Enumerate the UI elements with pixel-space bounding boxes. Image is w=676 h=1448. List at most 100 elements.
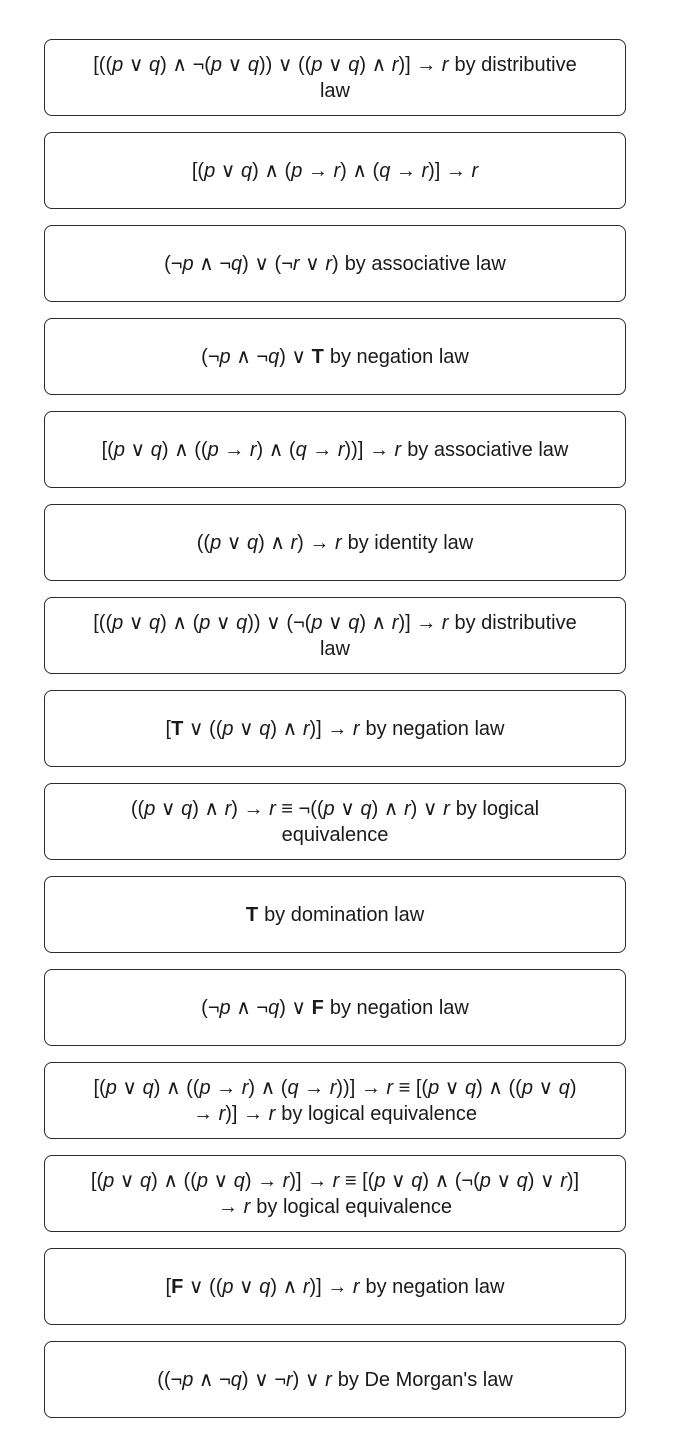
- variable: r: [286, 1368, 293, 1391]
- expression-segment: ∧ ¬: [230, 345, 269, 368]
- expression-segment: [: [165, 1275, 172, 1298]
- expression-segment: ) ∧: [270, 1275, 303, 1298]
- proof-step-text: [(p ∨ q) ∧ ((p → r) ∧ (q → r))] → r ≡ [(…: [85, 1075, 585, 1127]
- proof-step-card[interactable]: [((p ∨ q) ∧ ¬(p ∨ q)) ∨ ((p ∨ q) ∧ r)] →…: [44, 39, 626, 116]
- expression-segment: ∨: [334, 797, 361, 820]
- variable: q: [233, 1169, 245, 1192]
- variable: p: [222, 1275, 234, 1298]
- expression-segment: ) ∧: [359, 53, 392, 76]
- variable: q: [464, 1076, 477, 1099]
- variable: r: [325, 252, 333, 275]
- expression-segment: ∨: [490, 1169, 517, 1192]
- expression-segment: →: [306, 438, 338, 461]
- variable: r: [441, 53, 449, 76]
- expression-segment: ∨: [221, 531, 247, 554]
- variable: r: [218, 1102, 226, 1125]
- expression-segment: ) →: [244, 1169, 283, 1192]
- expression-segment: ∨: [233, 1275, 260, 1298]
- variable: q: [150, 438, 162, 461]
- expression-segment: ) →: [297, 531, 335, 554]
- proof-step-card[interactable]: [(p ∨ q) ∧ (p → r) ∧ (q → r)] → r: [44, 132, 626, 209]
- expression-segment: ) ∨: [279, 345, 312, 368]
- expression-segment: →: [298, 1076, 330, 1099]
- expression-segment: ∨: [532, 1076, 559, 1099]
- expression-segment: )] →: [398, 53, 442, 76]
- variable: q: [348, 53, 360, 76]
- variable: p: [210, 531, 222, 554]
- expression-segment: )] →: [428, 159, 472, 182]
- proof-step-text: [((p ∨ q) ∧ (p ∨ q)) ∨ (¬(p ∨ q) ∧ r)] →…: [85, 610, 585, 662]
- variable: r: [394, 438, 402, 461]
- variable: r: [352, 717, 360, 740]
- expression-segment: ∨: [207, 1169, 234, 1192]
- variable: r: [302, 717, 310, 740]
- variable: r: [334, 531, 342, 554]
- expression-segment: ∨: [299, 252, 326, 275]
- variable: p: [479, 1169, 491, 1192]
- variable: r: [352, 1275, 360, 1298]
- law-justification: by distributive law: [319, 611, 577, 660]
- variable: q: [295, 438, 307, 461]
- variable: r: [332, 1169, 340, 1192]
- variable: r: [292, 252, 300, 275]
- expression-segment: )) ∨ ((: [258, 53, 312, 76]
- variable: q: [287, 1076, 299, 1099]
- expression-segment: ) ∨: [527, 1169, 561, 1192]
- expression-segment: )] →: [309, 1275, 353, 1298]
- variable: p: [222, 717, 234, 740]
- variable: q: [411, 1169, 423, 1192]
- expression-segment: ) ∧ ((: [151, 1169, 197, 1192]
- variable: r: [421, 159, 429, 182]
- expression-segment: ) ∧: [359, 611, 392, 634]
- proof-step-card[interactable]: [(p ∨ q) ∧ ((p ∨ q) → r)] → r ≡ [(p ∨ q)…: [44, 1155, 626, 1232]
- proof-step-card[interactable]: [((p ∨ q) ∧ (p ∨ q)) ∨ (¬(p ∨ q) ∧ r)] →…: [44, 597, 626, 674]
- variable: q: [231, 252, 243, 275]
- expression-segment: ) ∨ (¬: [242, 252, 293, 275]
- variable: p: [311, 611, 323, 634]
- proof-step-card[interactable]: (¬p ∧ ¬q) ∨ (¬r ∨ r)by associative law: [44, 225, 626, 302]
- truth-constant: T: [311, 345, 324, 368]
- variable: q: [558, 1076, 570, 1099]
- variable: q: [230, 1368, 242, 1391]
- expression-segment: ≡ [(: [339, 1169, 375, 1192]
- variable: r: [243, 1195, 251, 1218]
- variable: q: [142, 1076, 154, 1099]
- expression-segment: ∨: [439, 1076, 465, 1099]
- variable: p: [105, 1076, 117, 1099]
- expression-segment: ) ∧: [258, 531, 291, 554]
- variable: p: [113, 438, 125, 461]
- variable: p: [112, 53, 124, 76]
- variable: r: [268, 1102, 276, 1125]
- expression-segment: ) ∧ ((: [153, 1076, 200, 1099]
- expression-segment: ∧ ¬: [193, 1368, 231, 1391]
- proof-step-card[interactable]: [(p ∨ q) ∧ ((p → r) ∧ (q → r))] → r ≡ [(…: [44, 1062, 626, 1139]
- variable: p: [199, 611, 211, 634]
- expression-segment: ∨: [385, 1169, 412, 1192]
- variable: r: [241, 1076, 249, 1099]
- expression-segment: ∧ ¬: [230, 996, 269, 1019]
- expression-segment: ((: [196, 531, 211, 554]
- variable: p: [521, 1076, 533, 1099]
- expression-segment: )] →: [218, 1169, 580, 1218]
- law-justification: by logical equivalence: [256, 1195, 452, 1218]
- variable: p: [374, 1169, 386, 1192]
- variable: q: [240, 159, 253, 182]
- expression-segment: ) ∧ (: [160, 611, 200, 634]
- variable: q: [348, 611, 360, 634]
- expression-segment: ) ∧: [192, 797, 225, 820]
- expression-segment: ) →: [193, 1076, 577, 1125]
- variable: p: [112, 611, 124, 634]
- expression-segment: (¬: [201, 996, 220, 1019]
- truth-constant: F: [311, 996, 324, 1019]
- expression-segment: ((: [130, 797, 145, 820]
